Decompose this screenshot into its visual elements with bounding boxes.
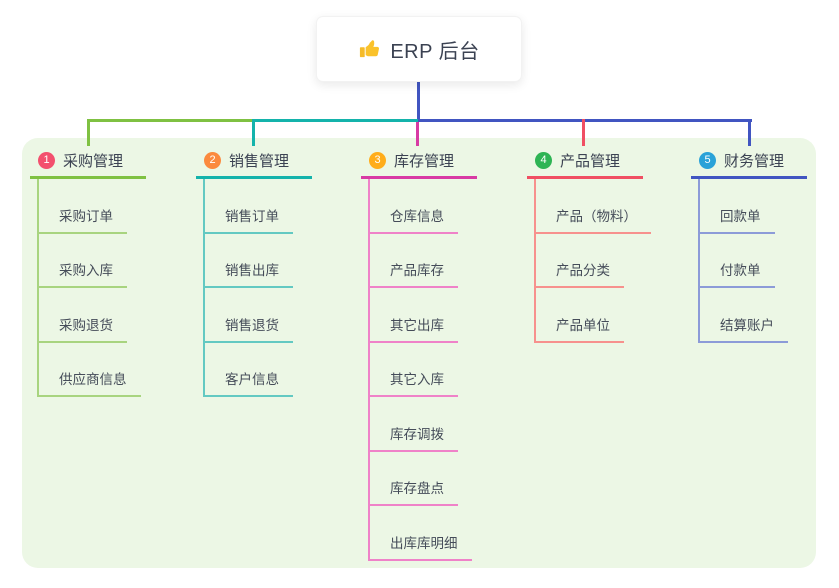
branch-inventory-management: 3 库存管理 仓库信息 产品库存 其它出库 其它入库 库存调拨 库存盘点 出库库… xyxy=(361,149,477,561)
connector-bus-teal xyxy=(253,119,418,122)
child-node[interactable]: 销售退货 xyxy=(205,288,312,343)
child-node[interactable]: 客户信息 xyxy=(205,343,312,397)
branch-label: 销售管理 xyxy=(229,152,290,170)
root-connector-line xyxy=(417,82,420,122)
branch-number-badge: 1 xyxy=(38,151,55,169)
branch-number-badge: 4 xyxy=(535,151,552,169)
mindmap-background-panel xyxy=(22,138,816,568)
branch-number-badge: 2 xyxy=(204,151,221,169)
child-node[interactable]: 产品库存 xyxy=(370,234,477,288)
branch-drop-line-4 xyxy=(582,119,585,146)
child-node[interactable]: 其它入库 xyxy=(370,343,477,397)
branch-children: 仓库信息 产品库存 其它出库 其它入库 库存调拨 库存盘点 出库库明细 xyxy=(368,179,477,561)
branch-finance-management: 5 财务管理 回款单 付款单 结算账户 xyxy=(691,149,807,343)
connector-bus-blue xyxy=(418,119,752,122)
child-node[interactable]: 结算账户 xyxy=(700,288,807,343)
branch-children: 回款单 付款单 结算账户 xyxy=(698,179,807,343)
child-node[interactable]: 销售出库 xyxy=(205,234,312,288)
branch-header[interactable]: 3 库存管理 xyxy=(361,149,477,179)
branch-purchase-management: 1 采购管理 采购订单 采购入库 采购退货 供应商信息 xyxy=(30,149,146,397)
branch-header[interactable]: 1 采购管理 xyxy=(30,149,146,179)
child-node[interactable]: 库存调拨 xyxy=(370,397,477,452)
child-node[interactable]: 付款单 xyxy=(700,234,807,288)
child-node[interactable]: 仓库信息 xyxy=(370,179,477,234)
branch-label: 财务管理 xyxy=(724,152,785,170)
child-node[interactable]: 销售订单 xyxy=(205,179,312,234)
connector-bus-green xyxy=(87,119,253,122)
child-node[interactable]: 其它出库 xyxy=(370,288,477,343)
branch-children: 销售订单 销售出库 销售退货 客户信息 xyxy=(203,179,312,397)
child-node[interactable]: 库存盘点 xyxy=(370,452,477,506)
branch-product-management: 4 产品管理 产品（物料） 产品分类 产品单位 xyxy=(527,149,651,343)
child-node[interactable]: 回款单 xyxy=(700,179,807,234)
branch-number-badge: 5 xyxy=(699,151,716,169)
child-node[interactable]: 出库库明细 xyxy=(370,506,477,561)
branch-children: 产品（物料） 产品分类 产品单位 xyxy=(534,179,651,343)
child-node[interactable]: 产品分类 xyxy=(536,234,651,288)
child-node[interactable]: 采购入库 xyxy=(39,234,146,288)
thumbs-up-icon xyxy=(360,39,380,57)
branch-number-badge: 3 xyxy=(369,151,386,169)
branch-label: 采购管理 xyxy=(63,152,124,170)
branch-drop-line-3 xyxy=(416,122,419,146)
root-node-erp[interactable]: ERP 后台 xyxy=(316,16,522,82)
branch-sales-management: 2 销售管理 销售订单 销售出库 销售退货 客户信息 xyxy=(196,149,312,397)
branch-drop-line-1 xyxy=(87,119,90,146)
branch-drop-line-5 xyxy=(748,119,751,146)
branch-children: 采购订单 采购入库 采购退货 供应商信息 xyxy=(37,179,146,397)
child-node[interactable]: 供应商信息 xyxy=(39,343,146,397)
root-node-label: ERP 后台 xyxy=(390,40,480,63)
child-node[interactable]: 产品（物料） xyxy=(536,179,651,234)
branch-label: 库存管理 xyxy=(394,152,455,170)
child-node[interactable]: 采购退货 xyxy=(39,288,146,343)
branch-label: 产品管理 xyxy=(560,152,621,170)
branch-header[interactable]: 2 销售管理 xyxy=(196,149,312,179)
branch-header[interactable]: 4 产品管理 xyxy=(527,149,643,179)
child-node[interactable]: 产品单位 xyxy=(536,288,651,343)
branch-header[interactable]: 5 财务管理 xyxy=(691,149,807,179)
child-node[interactable]: 采购订单 xyxy=(39,179,146,234)
branch-drop-line-2 xyxy=(252,119,255,146)
